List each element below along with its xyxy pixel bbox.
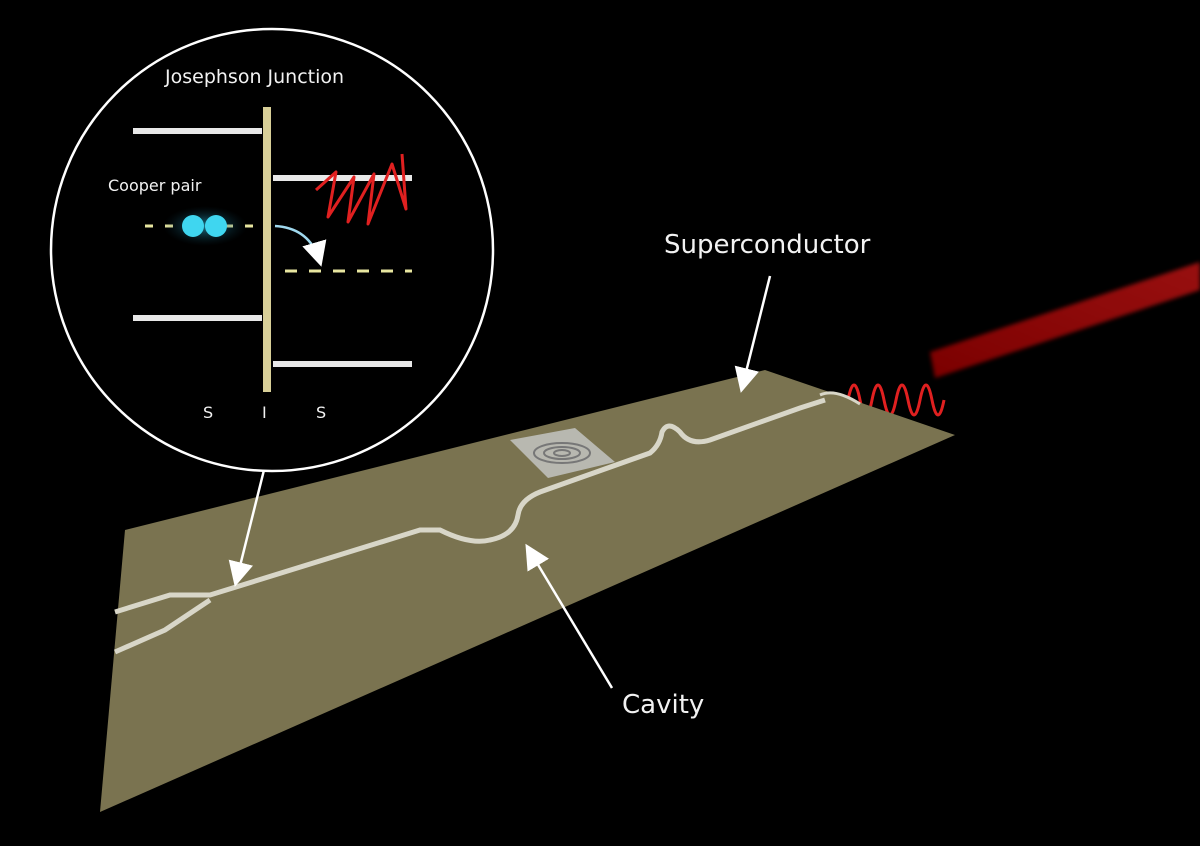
inset-title: Josephson Junction [165,66,345,88]
superconductor-label: Superconductor [664,230,871,260]
cooper-pair-label: Cooper pair [108,176,202,195]
spiral-resonator [510,428,615,478]
chip-substrate [100,370,955,812]
layer-label-s1: S [203,403,214,422]
superconductor-arrow [734,275,772,393]
waveguide [113,391,861,655]
josephson-inset [49,27,495,473]
layer-label-i: I [262,403,267,422]
layer-label-s2: S [316,403,327,422]
insulator-barrier [263,107,271,392]
electron-icon [182,215,204,237]
tunneling-arrow [274,224,327,267]
electron-icon [205,215,227,237]
cavity-arrow [525,543,614,689]
photon-wave [314,153,408,226]
microwave-beam [930,262,1200,378]
energy-levels [133,128,412,367]
junction-arrow [228,469,266,587]
cavity-label: Cavity [622,690,705,720]
